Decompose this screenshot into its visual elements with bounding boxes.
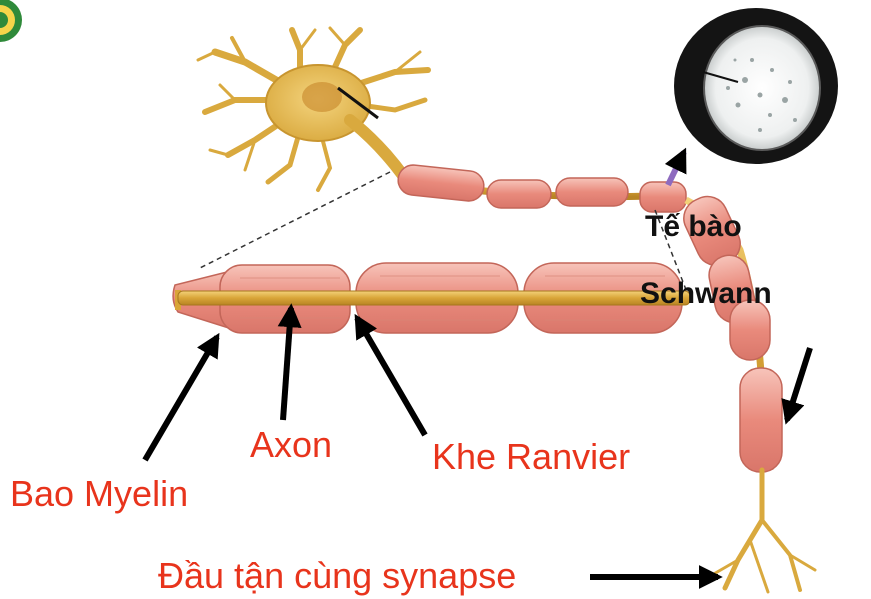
myelin-arrow xyxy=(145,337,217,460)
myelin-cross-section xyxy=(674,8,838,164)
schwann-arrow xyxy=(787,348,810,420)
label-ranvier: Khe Ranvier xyxy=(432,439,630,475)
label-schwann-line1: Tế bào xyxy=(645,212,742,242)
cell-body xyxy=(266,65,405,178)
cross-section-pointer xyxy=(668,152,684,185)
label-synapse: Đầu tận cùng synapse xyxy=(158,558,516,594)
ranvier-arrow xyxy=(357,318,425,435)
axon-terminals xyxy=(712,470,815,592)
enlarged-axon-segment xyxy=(173,263,690,333)
upper-axon xyxy=(397,164,686,212)
label-schwann-line2: Schwann xyxy=(640,279,772,309)
label-axon: Axon xyxy=(250,427,332,463)
label-myelin: Bao Myelin xyxy=(10,476,188,512)
corner-logo-icon xyxy=(0,0,22,42)
